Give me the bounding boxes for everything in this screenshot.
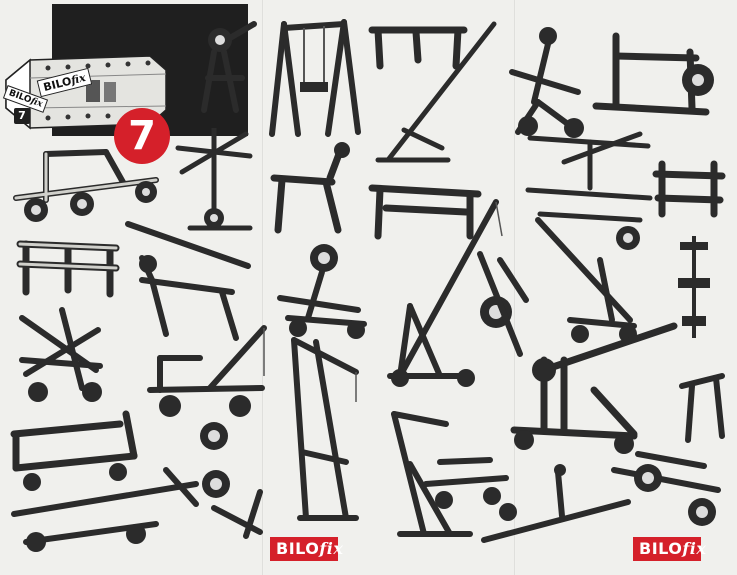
winch-model-image [470, 240, 532, 360]
seated-figure-model-image [268, 238, 372, 342]
set-box-image [5, 55, 167, 130]
tipper-model-image [530, 210, 640, 348]
robot-figure-model-image [194, 18, 258, 118]
brand-logo-left: BILOfix [270, 537, 343, 561]
cart-model-image [8, 404, 140, 494]
tractor-model-image [6, 140, 166, 230]
walker-model-image [498, 22, 588, 142]
small-frame-model-image [672, 366, 730, 446]
animal-model-image [122, 218, 252, 342]
brand-logo-right: BILOfix [633, 537, 706, 561]
derrick-crane-model-image [370, 196, 516, 392]
flatbed-model-image [478, 462, 638, 556]
helicopter-model-image [520, 128, 658, 254]
fold-line-1 [262, 0, 264, 575]
excavator-model-image [504, 320, 694, 460]
lift-model-image [380, 404, 490, 544]
bench-model-image [12, 234, 124, 298]
chair-model-image [12, 300, 108, 410]
dog-model-image [268, 138, 354, 236]
gear-block-model-image [648, 154, 730, 222]
set-number-badge: 7 [114, 108, 170, 164]
small-vehicle-model-image [420, 448, 512, 514]
table-model-image [366, 20, 470, 72]
workbench-model-image [366, 172, 484, 242]
trailer-model-image [6, 464, 202, 556]
jib-crane-model-image [368, 20, 500, 170]
tower-crane-model-image [276, 332, 366, 528]
steam-roller-model-image [608, 440, 726, 532]
windmill-model-image [170, 128, 258, 238]
crane-truck-model-image [140, 318, 272, 422]
spindle-model-image [670, 232, 718, 342]
swing-model-image [264, 14, 364, 140]
sewing-machine-model-image [586, 16, 726, 122]
box-set-number: 7 [14, 108, 30, 124]
wheel-stand-model-image [196, 412, 268, 540]
